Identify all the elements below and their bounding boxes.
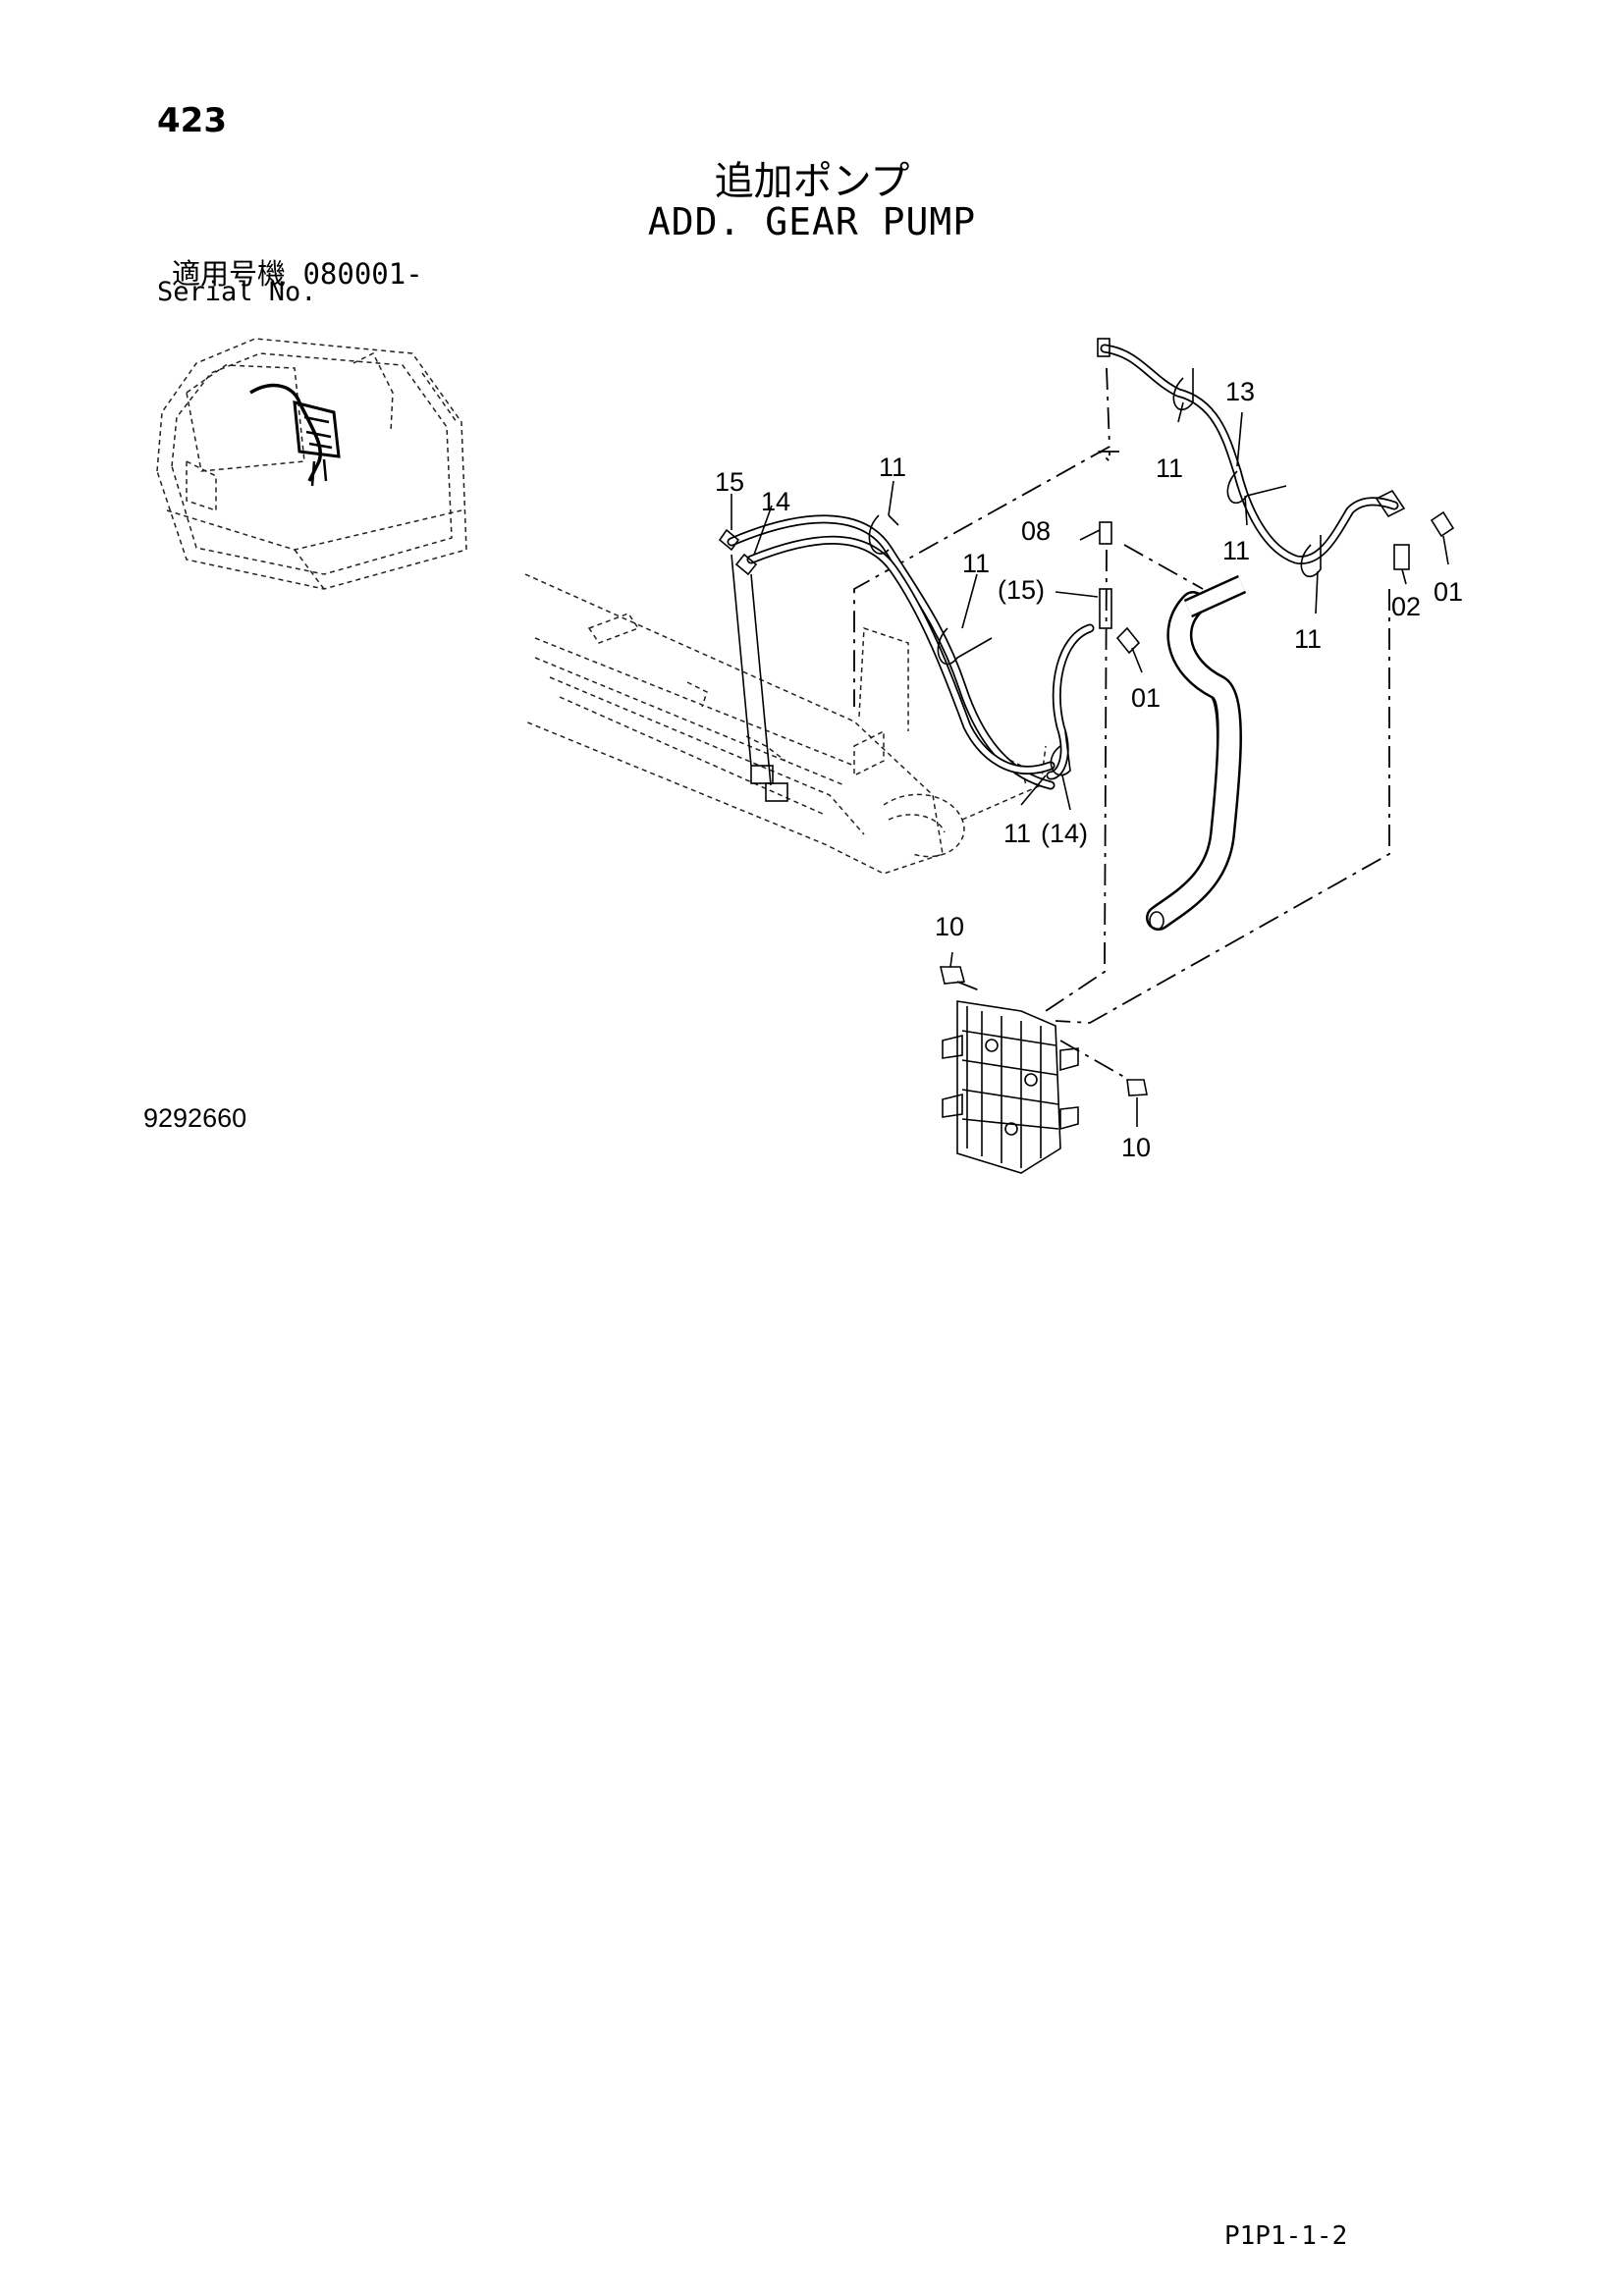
callout-11: 11 xyxy=(962,549,990,578)
callout-10: 10 xyxy=(1121,1133,1151,1162)
pointer-lines xyxy=(731,401,1449,1127)
callout-02: 02 xyxy=(1391,592,1421,621)
hose-clamps xyxy=(868,368,1322,776)
page-number: 423 xyxy=(157,101,227,140)
serial-range-japanese: 適用号機 080001- xyxy=(172,257,423,291)
drawing-number: 9292660 xyxy=(143,1103,247,1133)
callout-11: 11 xyxy=(1294,624,1322,654)
callout-labels: 15 14 11 11 08 (15) 01 11 (14) 13 11 11 … xyxy=(715,377,1463,1162)
callout-01: 01 xyxy=(1131,683,1161,713)
fittings xyxy=(718,338,1455,1096)
leader-lines xyxy=(853,367,1390,1081)
control-valve xyxy=(942,1000,1079,1174)
callout-13: 13 xyxy=(1225,377,1255,406)
title-japanese: 追加ポンプ xyxy=(714,159,910,204)
serial-label: Serial No. xyxy=(157,277,317,307)
callout-14-ref: (14) xyxy=(1041,819,1088,848)
callout-10: 10 xyxy=(935,912,964,941)
callout-15: 15 xyxy=(715,467,744,497)
callout-11: 11 xyxy=(1222,536,1250,565)
callout-11: 11 xyxy=(1003,819,1031,848)
callout-08: 08 xyxy=(1021,516,1051,546)
callout-14: 14 xyxy=(761,487,790,516)
excavator-overview-thumbnail xyxy=(156,338,467,590)
hydraulic-hoses xyxy=(727,344,1399,931)
callout-11: 11 xyxy=(879,453,906,482)
callout-15-ref: (15) xyxy=(998,575,1045,605)
title-english: ADD. GEAR PUMP xyxy=(647,200,977,243)
page-code: P1P1-1-2 xyxy=(1224,2221,1348,2251)
callout-01: 01 xyxy=(1434,577,1463,607)
callout-11: 11 xyxy=(1156,454,1183,483)
